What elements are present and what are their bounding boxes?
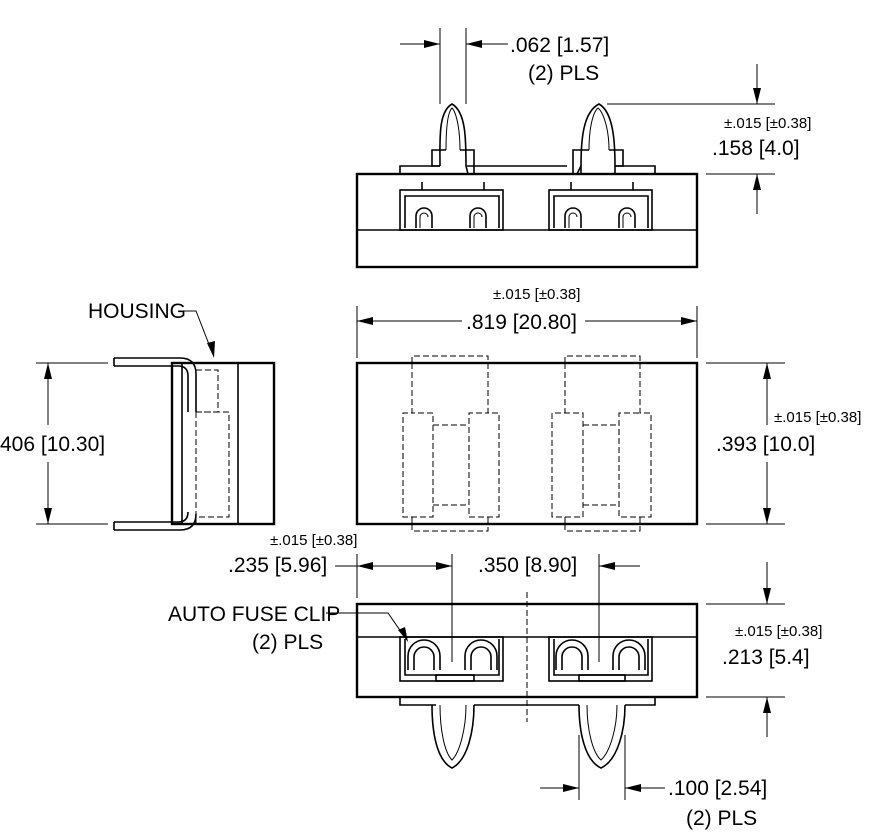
top-view-pin-right bbox=[572, 103, 624, 175]
dim-clip-offset-value: .235 [5.96] bbox=[228, 554, 327, 577]
bottom-view-pin-left bbox=[431, 704, 475, 769]
dim-pin-height-value: .158 [4.0] bbox=[712, 137, 800, 160]
dim-clip-offset: ±.015 [±0.38] .235 [5.96] bbox=[228, 532, 453, 662]
dim-overall-width-value: .393 [10.0] bbox=[716, 433, 815, 456]
bottom-view-pin-right bbox=[578, 704, 626, 769]
housing-callout: HOUSING bbox=[88, 300, 215, 358]
auto-fuse-clip-qty: (2) PLS bbox=[252, 631, 323, 654]
housing-label: HOUSING bbox=[88, 300, 186, 323]
auto-fuse-clip-label: AUTO FUSE CLIP bbox=[168, 603, 340, 626]
dim-housing-height: ±.015 [±0.38] .213 [5.4] bbox=[706, 562, 822, 737]
dim-pin-spacing: .100 [2.54] (2) PLS bbox=[540, 735, 767, 830]
side-view bbox=[113, 357, 276, 531]
dim-pin-width: .062 [1.57] (2) PLS bbox=[400, 28, 609, 104]
dim-pin-width-qty: (2) PLS bbox=[528, 62, 599, 85]
dim-pin-height: ±.015 [±0.38] .158 [4.0] bbox=[607, 64, 811, 214]
dim-pin-height-tol: ±.015 [±0.38] bbox=[724, 115, 811, 132]
dim-overall-length-tol: ±.015 [±0.38] bbox=[493, 286, 580, 303]
dim-housing-height-value: .213 [5.4] bbox=[722, 646, 810, 669]
plan-view-housing bbox=[355, 361, 699, 526]
dim-pin-spacing-value: .100 [2.54] bbox=[668, 777, 767, 800]
dim-clip-spacing-value: .350 [8.90] bbox=[478, 554, 577, 577]
dim-side-height-value: 406 [10.30] bbox=[0, 433, 105, 456]
dim-overall-length-value: .819 [20.80] bbox=[466, 311, 577, 334]
dim-overall-width: ±.015 [±0.38] .393 [10.0] bbox=[706, 362, 861, 525]
plan-view bbox=[355, 355, 699, 532]
dim-side-height: 406 [10.30] bbox=[0, 362, 108, 525]
dim-overall-length: ±.015 [±0.38] .819 [20.80] bbox=[356, 286, 698, 358]
dim-overall-width-tol: ±.015 [±0.38] bbox=[774, 409, 861, 426]
dim-housing-height-tol: ±.015 [±0.38] bbox=[735, 623, 822, 640]
dim-pin-spacing-qty: (2) PLS bbox=[686, 807, 757, 830]
top-view-pin-left bbox=[431, 103, 475, 175]
dim-clip-offset-tol: ±.015 [±0.38] bbox=[270, 532, 357, 549]
dim-pin-width-value: .062 [1.57] bbox=[510, 34, 609, 57]
bottom-view bbox=[355, 592, 699, 769]
top-view-clip-pocket-right bbox=[548, 189, 653, 231]
dim-clip-spacing: .350 [8.90] bbox=[478, 554, 640, 662]
auto-fuse-clip-callout: AUTO FUSE CLIP (2) PLS bbox=[168, 603, 408, 654]
top-view-housing bbox=[355, 172, 699, 269]
top-view bbox=[355, 103, 699, 269]
top-view-clip-pocket-left bbox=[399, 189, 504, 231]
side-view-housing bbox=[170, 361, 276, 526]
